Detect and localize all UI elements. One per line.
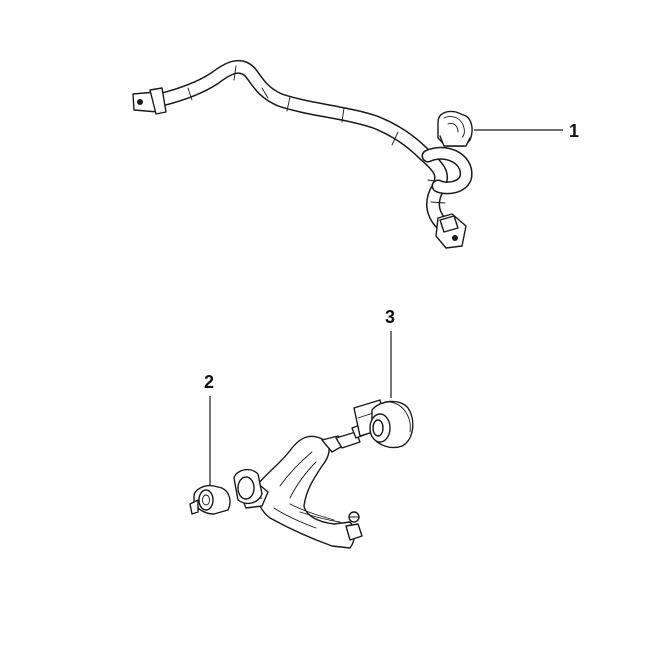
left-end-bracket	[132, 87, 167, 115]
rear-bushing-part	[353, 399, 414, 449]
ball-joint	[345, 511, 363, 541]
stabilizer-bushing	[437, 110, 473, 147]
callout-1: 1	[569, 121, 579, 141]
callout-2: 2	[204, 372, 214, 392]
front-bushing-part	[189, 484, 231, 515]
callout-3: 3	[385, 307, 395, 327]
stabilizer-bar	[132, 59, 473, 249]
arm-front-bushing	[233, 468, 263, 505]
right-end-bracket	[435, 213, 467, 249]
